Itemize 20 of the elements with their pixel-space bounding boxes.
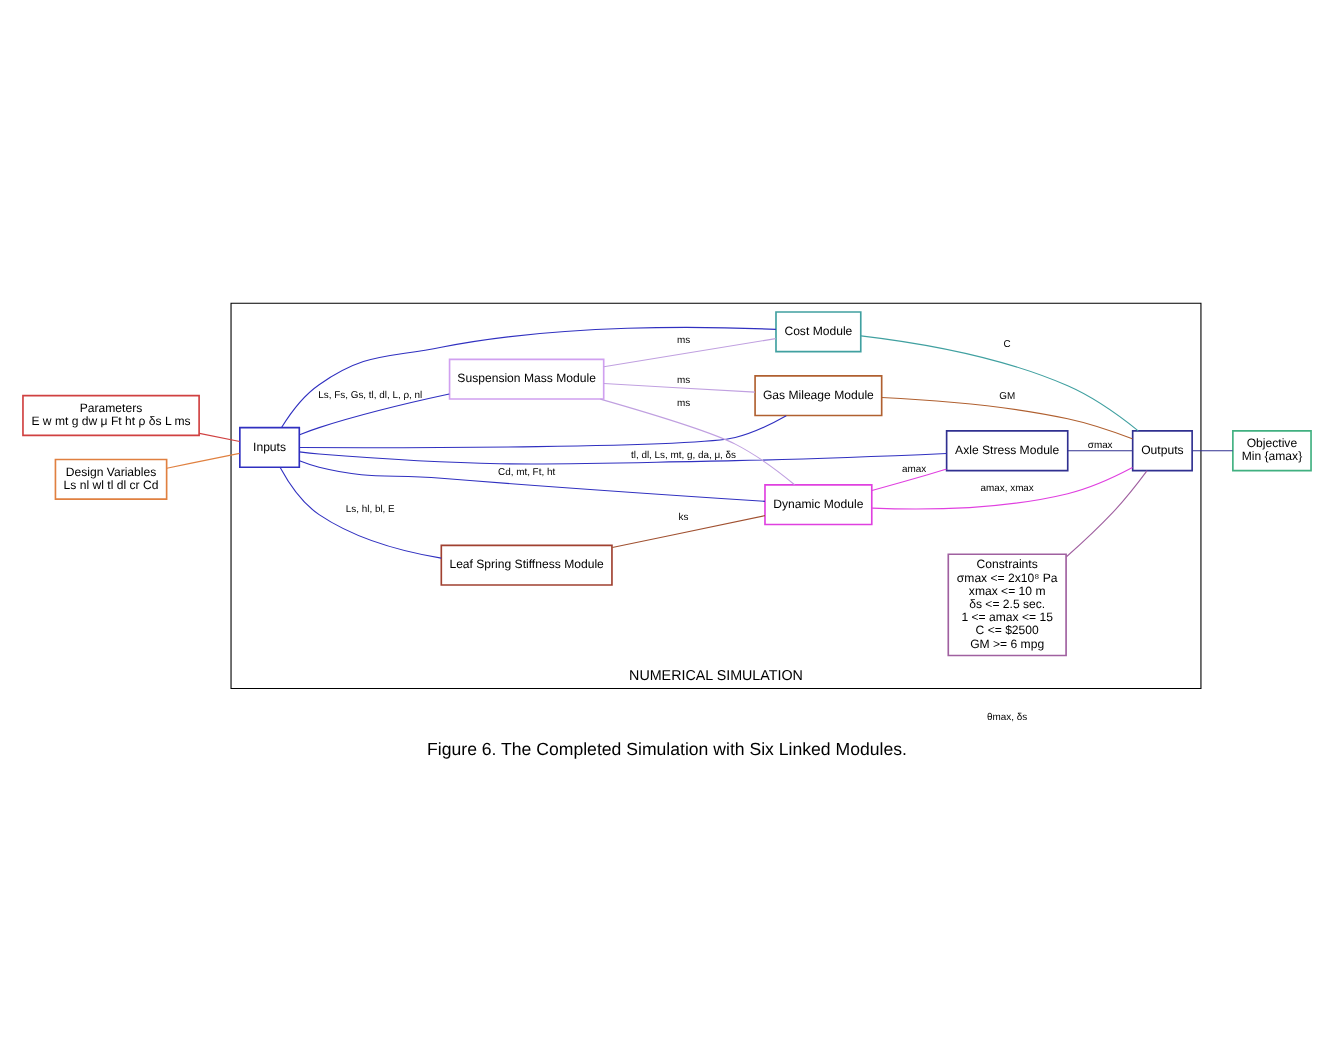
connector [1065,469,1148,557]
connector [198,431,241,442]
connector [860,334,1139,431]
connector [299,392,450,435]
connector [603,337,777,367]
connector [611,514,766,548]
connector [603,381,756,392]
connector [1191,449,1234,451]
connector [298,414,787,448]
connector [279,465,442,558]
connector [871,467,947,490]
connector [1067,449,1133,451]
connector [166,451,241,468]
connector [871,465,1133,509]
connector [599,397,796,485]
connector [298,459,766,501]
connector [881,395,1133,439]
caption: Figure 6. The Completed Simulation with Six Linked Modules. [427,738,907,759]
connector [298,450,947,464]
connector [281,325,777,428]
